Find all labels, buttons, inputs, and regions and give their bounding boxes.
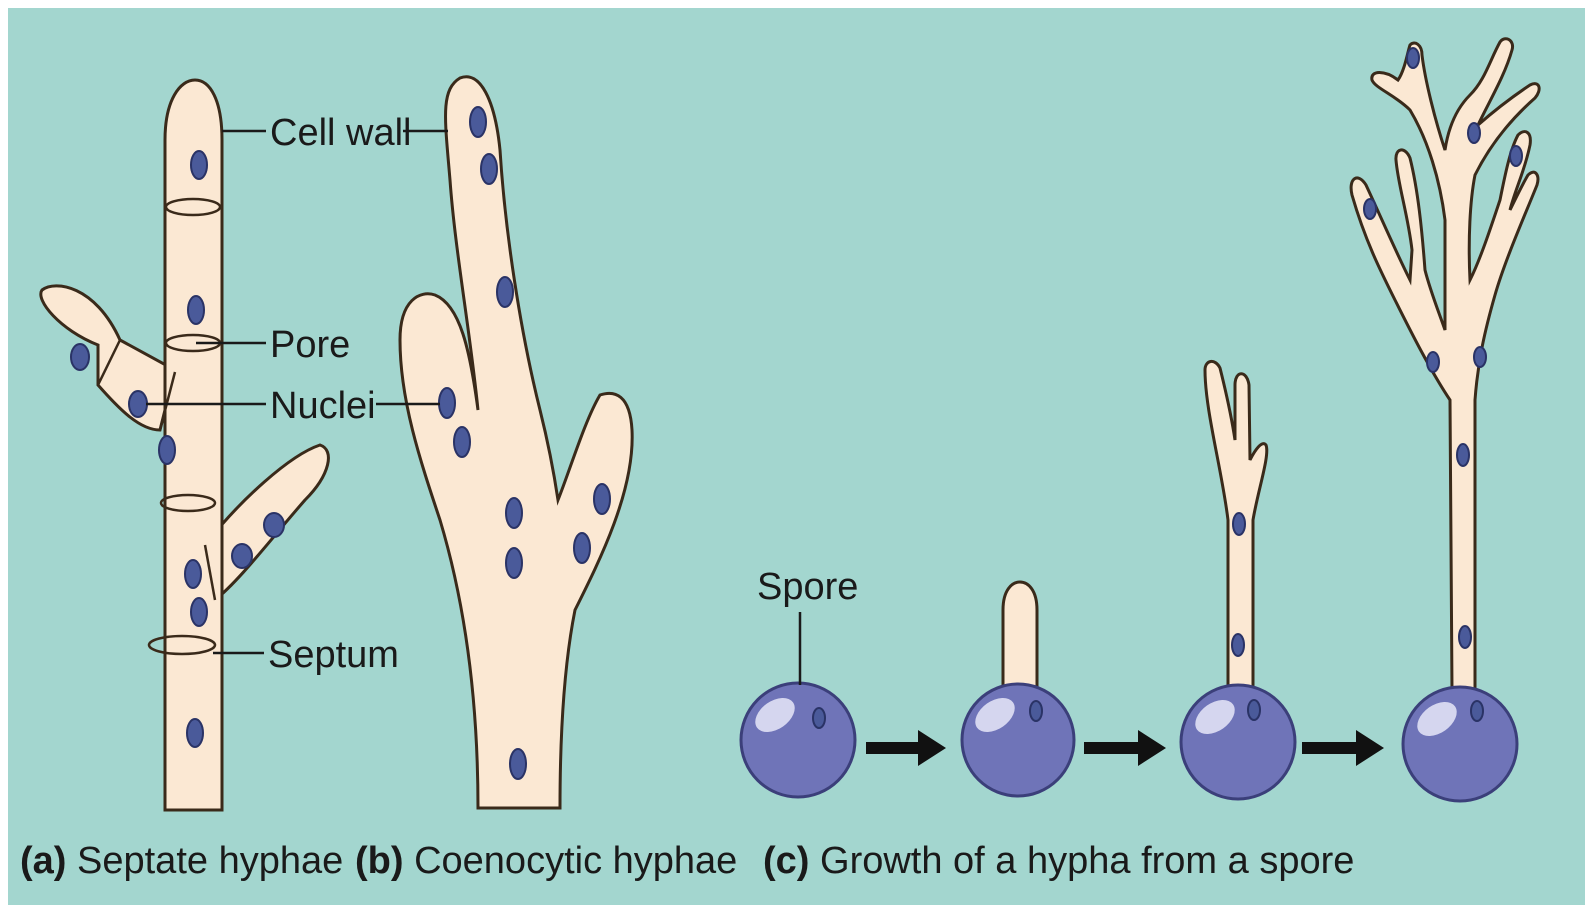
- caption-c: (c) Growth of a hypha from a spore: [763, 840, 1354, 882]
- nucleus: [1474, 347, 1486, 367]
- spore: [962, 684, 1074, 796]
- nucleus: [510, 749, 526, 779]
- caption-b: (b) Coenocytic hyphae: [355, 840, 737, 882]
- nuclei-label: Nuclei: [270, 385, 376, 427]
- spore: [741, 683, 855, 797]
- caption-b-text: Coenocytic hyphae: [404, 840, 738, 882]
- spore-stage-1: [741, 683, 855, 797]
- nucleus: [1248, 700, 1260, 720]
- nucleus: [188, 296, 204, 324]
- nucleus: [191, 598, 207, 626]
- caption-b-letter: (b): [355, 840, 404, 882]
- spore: [1181, 685, 1295, 799]
- nucleus: [1407, 48, 1419, 68]
- caption-a-text: Septate hyphae: [66, 840, 343, 882]
- nucleus: [497, 277, 513, 307]
- spore: [1403, 687, 1517, 801]
- septum-label: Septum: [268, 634, 399, 676]
- caption-a-letter: (a): [20, 840, 66, 882]
- spore-label: Spore: [757, 566, 858, 608]
- nucleus: [1459, 626, 1471, 648]
- nucleus: [187, 719, 203, 747]
- nucleus: [813, 708, 825, 728]
- nucleus: [1427, 352, 1439, 372]
- nucleus: [185, 560, 201, 588]
- caption-c-letter: (c): [763, 840, 809, 882]
- nucleus: [481, 154, 497, 184]
- nucleus: [1233, 513, 1245, 535]
- nucleus: [574, 533, 590, 563]
- nucleus: [1468, 123, 1480, 143]
- caption-c-text: Growth of a hypha from a spore: [809, 840, 1354, 882]
- nucleus: [1232, 634, 1244, 656]
- nucleus: [1471, 701, 1483, 721]
- nucleus: [1030, 701, 1042, 721]
- nucleus: [506, 498, 522, 528]
- germ-tube: [1003, 582, 1037, 690]
- nucleus: [1364, 199, 1376, 219]
- pore-label: Pore: [270, 324, 350, 366]
- nucleus: [232, 544, 252, 568]
- nucleus: [470, 107, 486, 137]
- nucleus: [1457, 444, 1469, 466]
- caption-a: (a) Septate hyphae: [20, 840, 343, 882]
- nucleus: [71, 344, 89, 370]
- nucleus: [264, 513, 284, 537]
- cell-wall-label: Cell wall: [270, 112, 411, 154]
- nucleus: [1510, 146, 1522, 166]
- nucleus: [506, 548, 522, 578]
- nucleus: [129, 391, 147, 417]
- nucleus: [439, 388, 455, 418]
- nucleus: [159, 436, 175, 464]
- nucleus: [594, 484, 610, 514]
- nucleus: [191, 151, 207, 179]
- nucleus: [454, 427, 470, 457]
